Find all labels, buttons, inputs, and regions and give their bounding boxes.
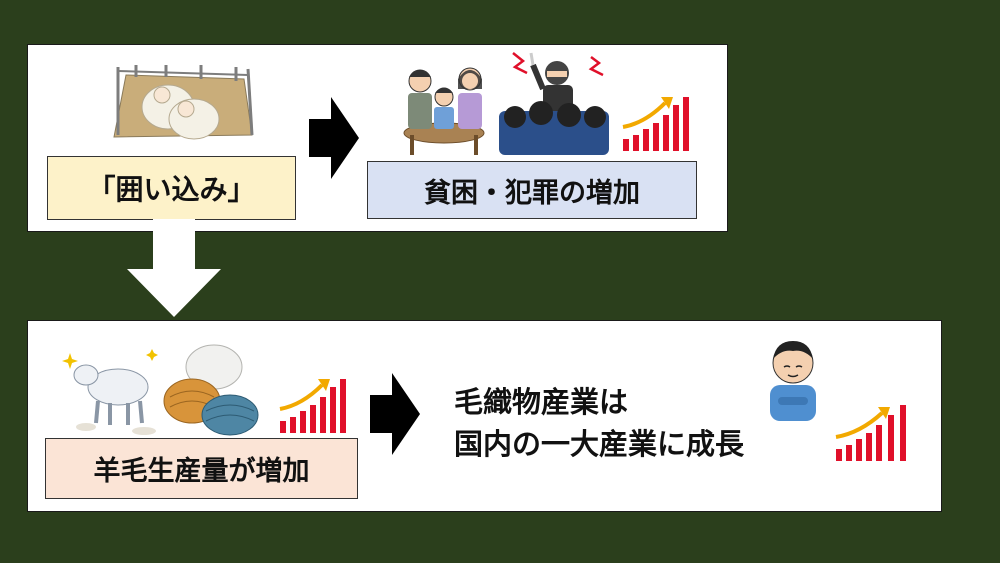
family-poverty-icon <box>403 67 485 155</box>
wool-panel: 羊毛生産量が増加 毛織物産業は 国内の一大産業に成長 <box>27 320 942 512</box>
poverty-crime-label: 貧困・犯罪の増加 <box>367 161 697 219</box>
right-arrow-icon <box>370 373 420 455</box>
woolen-industry-text-line2: 国内の一大産業に成長 <box>454 427 745 461</box>
sheep-pen-icon <box>113 65 254 140</box>
enclosure-panel: 「囲い込み」 <box>27 44 728 232</box>
criminal-icon <box>499 52 609 155</box>
yarn-balls-icon <box>163 344 259 436</box>
crowd-icon <box>499 101 609 155</box>
wool-production-label: 羊毛生産量が増加 <box>45 438 358 499</box>
growth-chart-icon <box>622 97 689 151</box>
growth-chart-icon <box>279 379 346 433</box>
woolen-industry-text-line1: 毛織物産業は <box>454 385 629 419</box>
growth-chart-icon <box>835 405 906 461</box>
down-arrow-icon <box>127 219 221 317</box>
sheep-icon <box>62 349 158 435</box>
merchant-man-icon <box>770 341 816 421</box>
right-arrow-icon <box>309 97 359 179</box>
enclosure-label: 「囲い込み」 <box>47 156 296 220</box>
